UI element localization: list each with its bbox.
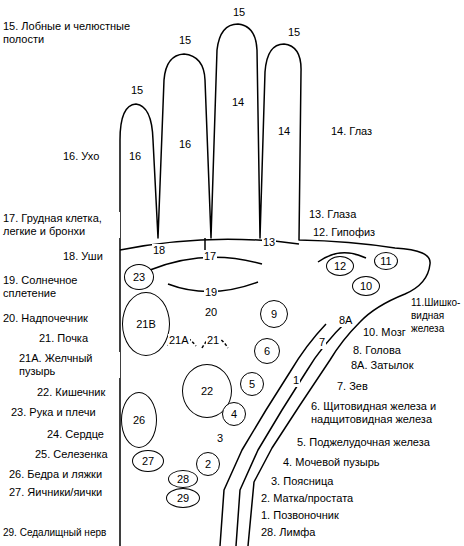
reflex-zone: 11 [374,252,398,270]
zone-label: 21. Почка [38,332,89,345]
zone-number: 1 [292,374,300,387]
zone-label: 17. Грудная клетка, легкие и бронхи [2,212,120,238]
zone-number: 3 [216,432,224,445]
zone-number: 16 [178,138,192,151]
zone-label: 25. Селезенка [34,448,109,461]
zone-label: 19. Солнечное сплетение [2,274,116,300]
zone-number: 12 [334,261,346,272]
zone-number: 9 [271,309,277,320]
hand-outline [120,24,430,546]
reflex-zone: 23 [124,264,154,290]
zone-number: 22 [201,386,213,397]
zone-number: 21В [136,319,156,330]
zone-number: 14 [231,96,245,109]
zone-number: 11 [380,256,391,267]
zone-label: 16. Ухо [62,150,100,163]
reflex-zone: 9 [260,300,288,328]
zone-label: 24. Сердце [46,428,105,441]
reflex-zone: 4 [222,402,246,426]
zone-number: 19 [204,286,218,299]
zone-number: 27 [142,456,154,467]
zone-number: 26 [133,415,145,426]
zone-label: 3. Поясница [270,475,334,488]
reflex-zone: 29 [166,488,200,508]
zone-number: 6 [264,346,270,357]
zone-label: 26. Бедра и ляжки [8,468,103,481]
zone-label: 22. Кишечник [36,386,106,399]
zone-label: 21А. Желчный пузырь [18,352,120,378]
reflex-zone: 26 [121,392,157,448]
reflex-zone: 10 [352,276,380,296]
zone-number: 28 [177,474,189,485]
zone-label: 8А. Затылок [350,359,415,372]
zone-number: 15 [178,34,192,47]
zone-label: 13. Глаза [308,208,357,221]
reflex-zone: 12 [326,256,354,276]
zone-number: 29 [177,493,189,504]
zone-number: 10 [360,281,372,292]
zone-number: 21А [168,334,190,347]
zone-label: 20. Надпочечник [2,312,89,325]
zone-number: 14 [277,125,291,138]
zone-label: 7. Зев [336,380,369,393]
reflex-zone: 6 [254,338,280,364]
zone-number: 4 [231,409,237,420]
zone-number: 5 [249,379,255,390]
reflex-zone: 27 [132,450,164,472]
zone-label: 28. Лимфа [260,526,316,539]
zone-number: 13 [262,236,276,249]
zone-number: 15 [232,6,246,19]
zone-label: 2. Матка/простата [260,492,354,505]
reflex-zone: 5 [240,372,264,396]
zone-label: 12. Гипофиз [312,226,376,239]
reflex-zone: 2 [196,452,220,476]
zone-number: 7 [318,336,326,349]
zone-label: 14. Глаз [330,125,373,138]
zone-label: 27. Яичники/яички [8,486,103,499]
zone-label: 23. Рука и плечи [10,406,97,419]
zone-number: 23 [133,272,145,283]
zone-label: 1. Позвоночник [260,509,340,522]
zone-label: 11.Шишко- видная железа [410,296,462,335]
zone-number: 15 [287,26,301,39]
zone-label: 18. Уши [62,250,104,263]
zone-number: 15 [130,84,144,97]
zone-label: 5. Поджелудочная железа [296,436,431,449]
zone-number: 16 [128,150,142,163]
zone-number: 8А [338,314,353,327]
zone-label: 10. Мозг [362,326,407,339]
zone-number: 17 [203,250,217,263]
zone-number: 2 [205,459,211,470]
zone-number: 21 [206,334,220,347]
reflex-zone: 28 [168,470,198,488]
zone-label: 6. Щитовидная железа и надщитовидная жел… [310,400,462,426]
reflex-zone: 21В [122,292,170,356]
zone-number: 18 [152,244,166,257]
zone-label: 8. Голова [352,344,402,357]
zone-label: 29. Седалищный нерв [2,526,107,539]
zone-number: 20 [204,306,218,319]
zone-label: 4. Мочевой пузырь [282,456,381,469]
zone-label: 15. Лобные и челюстные полости [2,20,134,46]
